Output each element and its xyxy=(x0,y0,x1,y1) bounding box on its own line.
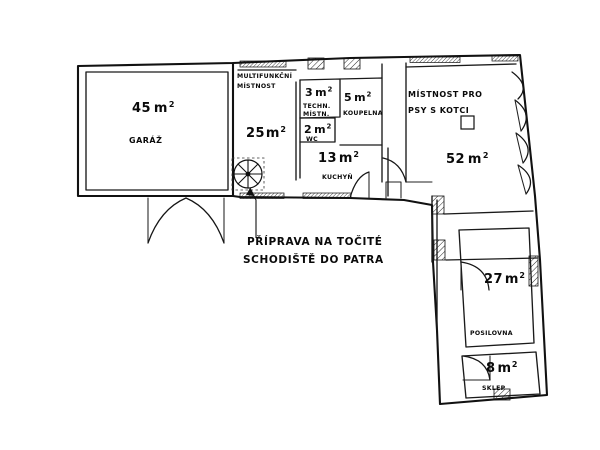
bathroom-name-text: KOUPELNA xyxy=(343,110,383,117)
fixture-symbol-dogroom xyxy=(460,115,475,130)
gym-name-text: POSILOVNA xyxy=(470,330,513,337)
technical-name-line2: MÍSTN. xyxy=(303,109,329,118)
window-multifunction-top xyxy=(239,60,287,68)
window-cellar-bottom xyxy=(493,388,511,401)
window-gym-right xyxy=(528,255,539,287)
multifunction-name-line1: MULTIFUNKČNÍ xyxy=(237,71,293,80)
spiral-stair-note-line2: SCHODIŠTĚ DO PATRA xyxy=(243,253,384,266)
multifunction-area-text: 25m2 xyxy=(246,125,286,141)
kitchen-name-text: KUCHYŇ xyxy=(322,172,353,181)
leader-arrowhead xyxy=(246,188,254,196)
spiral-stair-note-line1: PŘÍPRAVA NA TOČITÉ xyxy=(247,235,382,248)
technical-name-line1: TECHN. xyxy=(303,103,331,110)
room-kitchen xyxy=(302,144,402,199)
label-multifunction: MULTIFUNKČNÍ MÍSTNOST 25m2 xyxy=(237,71,293,141)
kennel-openings xyxy=(511,71,532,195)
window-bathroom-top xyxy=(343,57,361,70)
room-wc xyxy=(299,79,336,179)
window-kitchen-bottom xyxy=(302,192,352,199)
building-outline xyxy=(76,53,549,406)
garage-door-right xyxy=(185,197,225,244)
window-dogroom-top xyxy=(409,56,461,63)
room-garage xyxy=(85,61,235,198)
cellar-name-text: SKLEP xyxy=(482,385,506,392)
garage-door-left xyxy=(147,197,187,244)
wc-name-text: WC xyxy=(306,136,318,143)
corridor-junction xyxy=(431,195,538,331)
window-junction-lower xyxy=(433,239,446,261)
multifunction-name-line2: MÍSTNOST xyxy=(237,81,276,90)
window-dogroom-top-right xyxy=(491,55,519,62)
dogroom-name-line2: PSY S KOTCI xyxy=(408,106,469,115)
garage-name-text: GARÁŽ xyxy=(129,134,162,145)
spiral-staircase-symbol xyxy=(231,157,265,238)
room-dog-kennel xyxy=(382,55,532,195)
room-gym xyxy=(458,227,539,348)
room-bathroom xyxy=(339,57,383,146)
window-junction-upper xyxy=(431,195,445,215)
annotation-spiral-stair: PŘÍPRAVA NA TOČITÉ SCHODIŠTĚ DO PATRA xyxy=(243,235,384,266)
window-technical-top xyxy=(307,57,325,70)
room-cellar xyxy=(461,351,541,401)
room-multifunction xyxy=(237,60,297,199)
dogroom-name-line1: MÍSTNOST PRO xyxy=(408,88,482,99)
window-multifunction-bottom xyxy=(239,192,285,199)
